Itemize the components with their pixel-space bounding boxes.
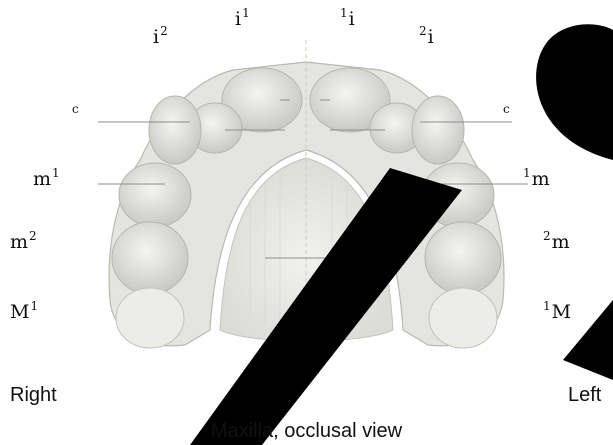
watermark-letter-c-arc <box>536 24 613 160</box>
label-letter: c <box>503 102 510 116</box>
side-label-left: Left <box>568 385 601 405</box>
label-permanent-molar-left: 1M <box>543 303 571 322</box>
molar2-right-shape <box>112 222 188 294</box>
label-incisor-left-2: 2i <box>419 28 434 47</box>
label-letter: M <box>10 301 29 323</box>
label-letter: i <box>349 8 355 30</box>
label-incisor-right-2: i2 <box>153 28 168 47</box>
canine-right-shape <box>149 96 201 164</box>
permanent-molar-left-shape <box>429 288 497 348</box>
label-incisor-right-1: i1 <box>235 10 250 29</box>
label-canine-left: c <box>503 103 510 115</box>
label-superscript: 1 <box>30 299 38 313</box>
label-superscript: 1 <box>52 166 60 180</box>
label-letter: i <box>153 26 159 48</box>
label-molar2-left: 2m <box>543 233 570 252</box>
label-superscript: 1 <box>523 166 531 180</box>
label-canine-right: c <box>72 103 79 115</box>
label-molar1-left: 1m <box>523 170 550 189</box>
label-superscript: 1 <box>242 6 250 20</box>
label-superscript: 2 <box>29 229 37 243</box>
label-superscript: 2 <box>160 24 168 38</box>
label-letter: m <box>33 168 51 190</box>
label-superscript: 2 <box>419 24 427 38</box>
label-letter: m <box>552 231 570 253</box>
label-superscript: 1 <box>340 6 348 20</box>
label-incisor-left-1: 1i <box>340 10 355 29</box>
label-letter: c <box>72 102 79 116</box>
permanent-molar-right-shape <box>116 288 184 348</box>
label-letter: m <box>532 168 550 190</box>
molar2-left-shape <box>425 222 501 294</box>
label-letter: i <box>235 8 241 30</box>
label-permanent-molar-right: M1 <box>10 303 38 322</box>
label-superscript: 1 <box>543 299 551 313</box>
canine-left-shape <box>412 96 464 164</box>
label-letter: i <box>428 26 434 48</box>
label-letter: m <box>10 231 28 253</box>
side-label-right: Right <box>10 385 57 405</box>
label-letter: M <box>552 301 571 323</box>
label-superscript: 2 <box>543 229 551 243</box>
figure-caption: Maxilla, occlusal view <box>0 421 613 441</box>
label-molar2-right: m2 <box>10 233 37 252</box>
molar1-right-shape <box>119 163 191 227</box>
label-molar1-right: m1 <box>33 170 60 189</box>
